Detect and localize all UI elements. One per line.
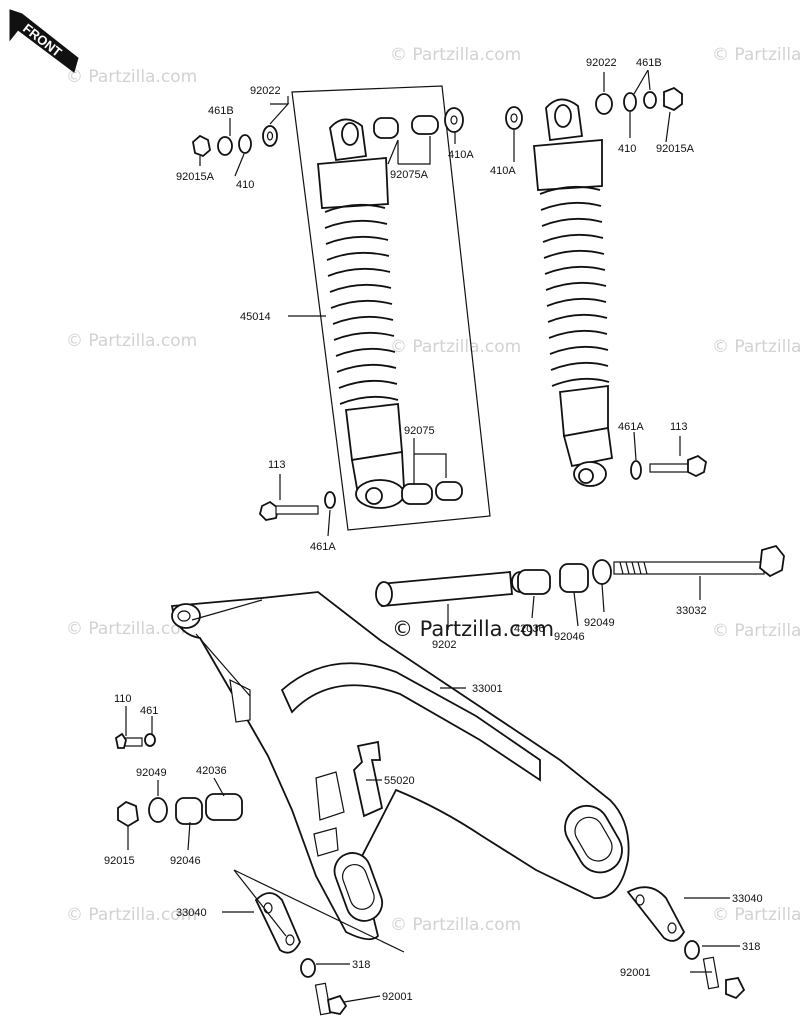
watermark: © Partzilla.com [390,337,521,357]
callout-label: 318 [352,959,370,971]
callout-label: 410 [618,143,636,155]
watermark: © Partzilla.com [390,915,521,935]
callout-label: 461B [636,57,662,69]
callout-label: 92001 [382,991,413,1003]
pivot-shaft-assembly [375,544,785,607]
callout-label: 92049 [584,617,615,629]
chain-adjuster-left [233,869,405,1016]
chain-adjuster-right [626,886,746,1000]
left-pivot-hardware [114,732,243,828]
callout-label: 461 [140,705,158,717]
callout-label: 92046 [554,631,585,643]
callout-label: 33040 [732,893,763,905]
watermark: © Partzilla.com [712,337,800,357]
watermark: © Partzilla.com [66,67,197,87]
callout-label: 461A [310,541,336,553]
right-shock-absorber[interactable] [533,98,614,487]
watermark: © Partzilla.com [712,45,800,65]
watermark: © Partzilla.com [712,905,800,925]
right-top-hardware [505,86,683,130]
callout-label: 33032 [676,605,707,617]
watermark: © Partzilla.com [390,45,521,65]
callout-label: 92015A [176,171,215,183]
left-top-hardware [192,125,278,158]
callout-label: 461A [618,421,644,433]
callout-label: 42036 [514,623,545,635]
callout-label: 92022 [586,57,617,69]
front-label: FRONT [20,21,65,60]
callout-label: 45014 [240,311,271,323]
bracket-55020 [353,740,384,818]
callout-label: 33001 [472,683,503,695]
watermark-group: © Partzilla.com © Partzilla.com © Partzi… [66,45,800,935]
swing-arm[interactable] [170,591,630,941]
callout-label: 92022 [250,85,281,97]
watermark: © Partzilla.com [66,905,197,925]
right-bolt-113 [630,454,707,480]
left-shock-absorber[interactable] [317,118,405,509]
shock-kit-frame [291,85,491,531]
callout-label: 410A [448,149,474,161]
callout-label: 92001 [620,967,651,979]
callout-label: 92015 [104,855,135,867]
callout-label: 55020 [384,775,415,787]
callout-label: 92075A [390,169,429,181]
callout-labels: 92022 461B 92015A 410 92075A 410A 410A 9… [104,57,763,1003]
front-arrow-badge: FRONT [9,9,79,73]
callout-label: 113 [670,421,688,433]
callout-label: 92075 [404,425,435,437]
left-bolt-113 [259,491,336,521]
callout-label: 9202 [432,639,456,651]
left-shock-top-bushings [373,107,464,139]
left-shock-bottom-bushings [401,481,463,505]
callout-label: 318 [742,941,760,953]
callout-label: 113 [268,459,286,471]
callout-label: 461B [208,105,234,117]
callout-label: 92046 [170,855,201,867]
callout-label: 92049 [136,767,167,779]
callout-label: 33040 [176,907,207,919]
callout-label: 110 [114,693,132,705]
watermark: © Partzilla.com [66,619,197,639]
callout-label: 410 [236,179,254,191]
center-watermark: © Partzilla.com [392,617,554,641]
callout-label: 410A [490,165,516,177]
callout-label: 42036 [196,765,227,777]
callout-label: 92015A [656,143,695,155]
watermark: © Partzilla.com [712,621,800,641]
watermark: © Partzilla.com [66,331,197,351]
leader-lines [125,69,740,1003]
